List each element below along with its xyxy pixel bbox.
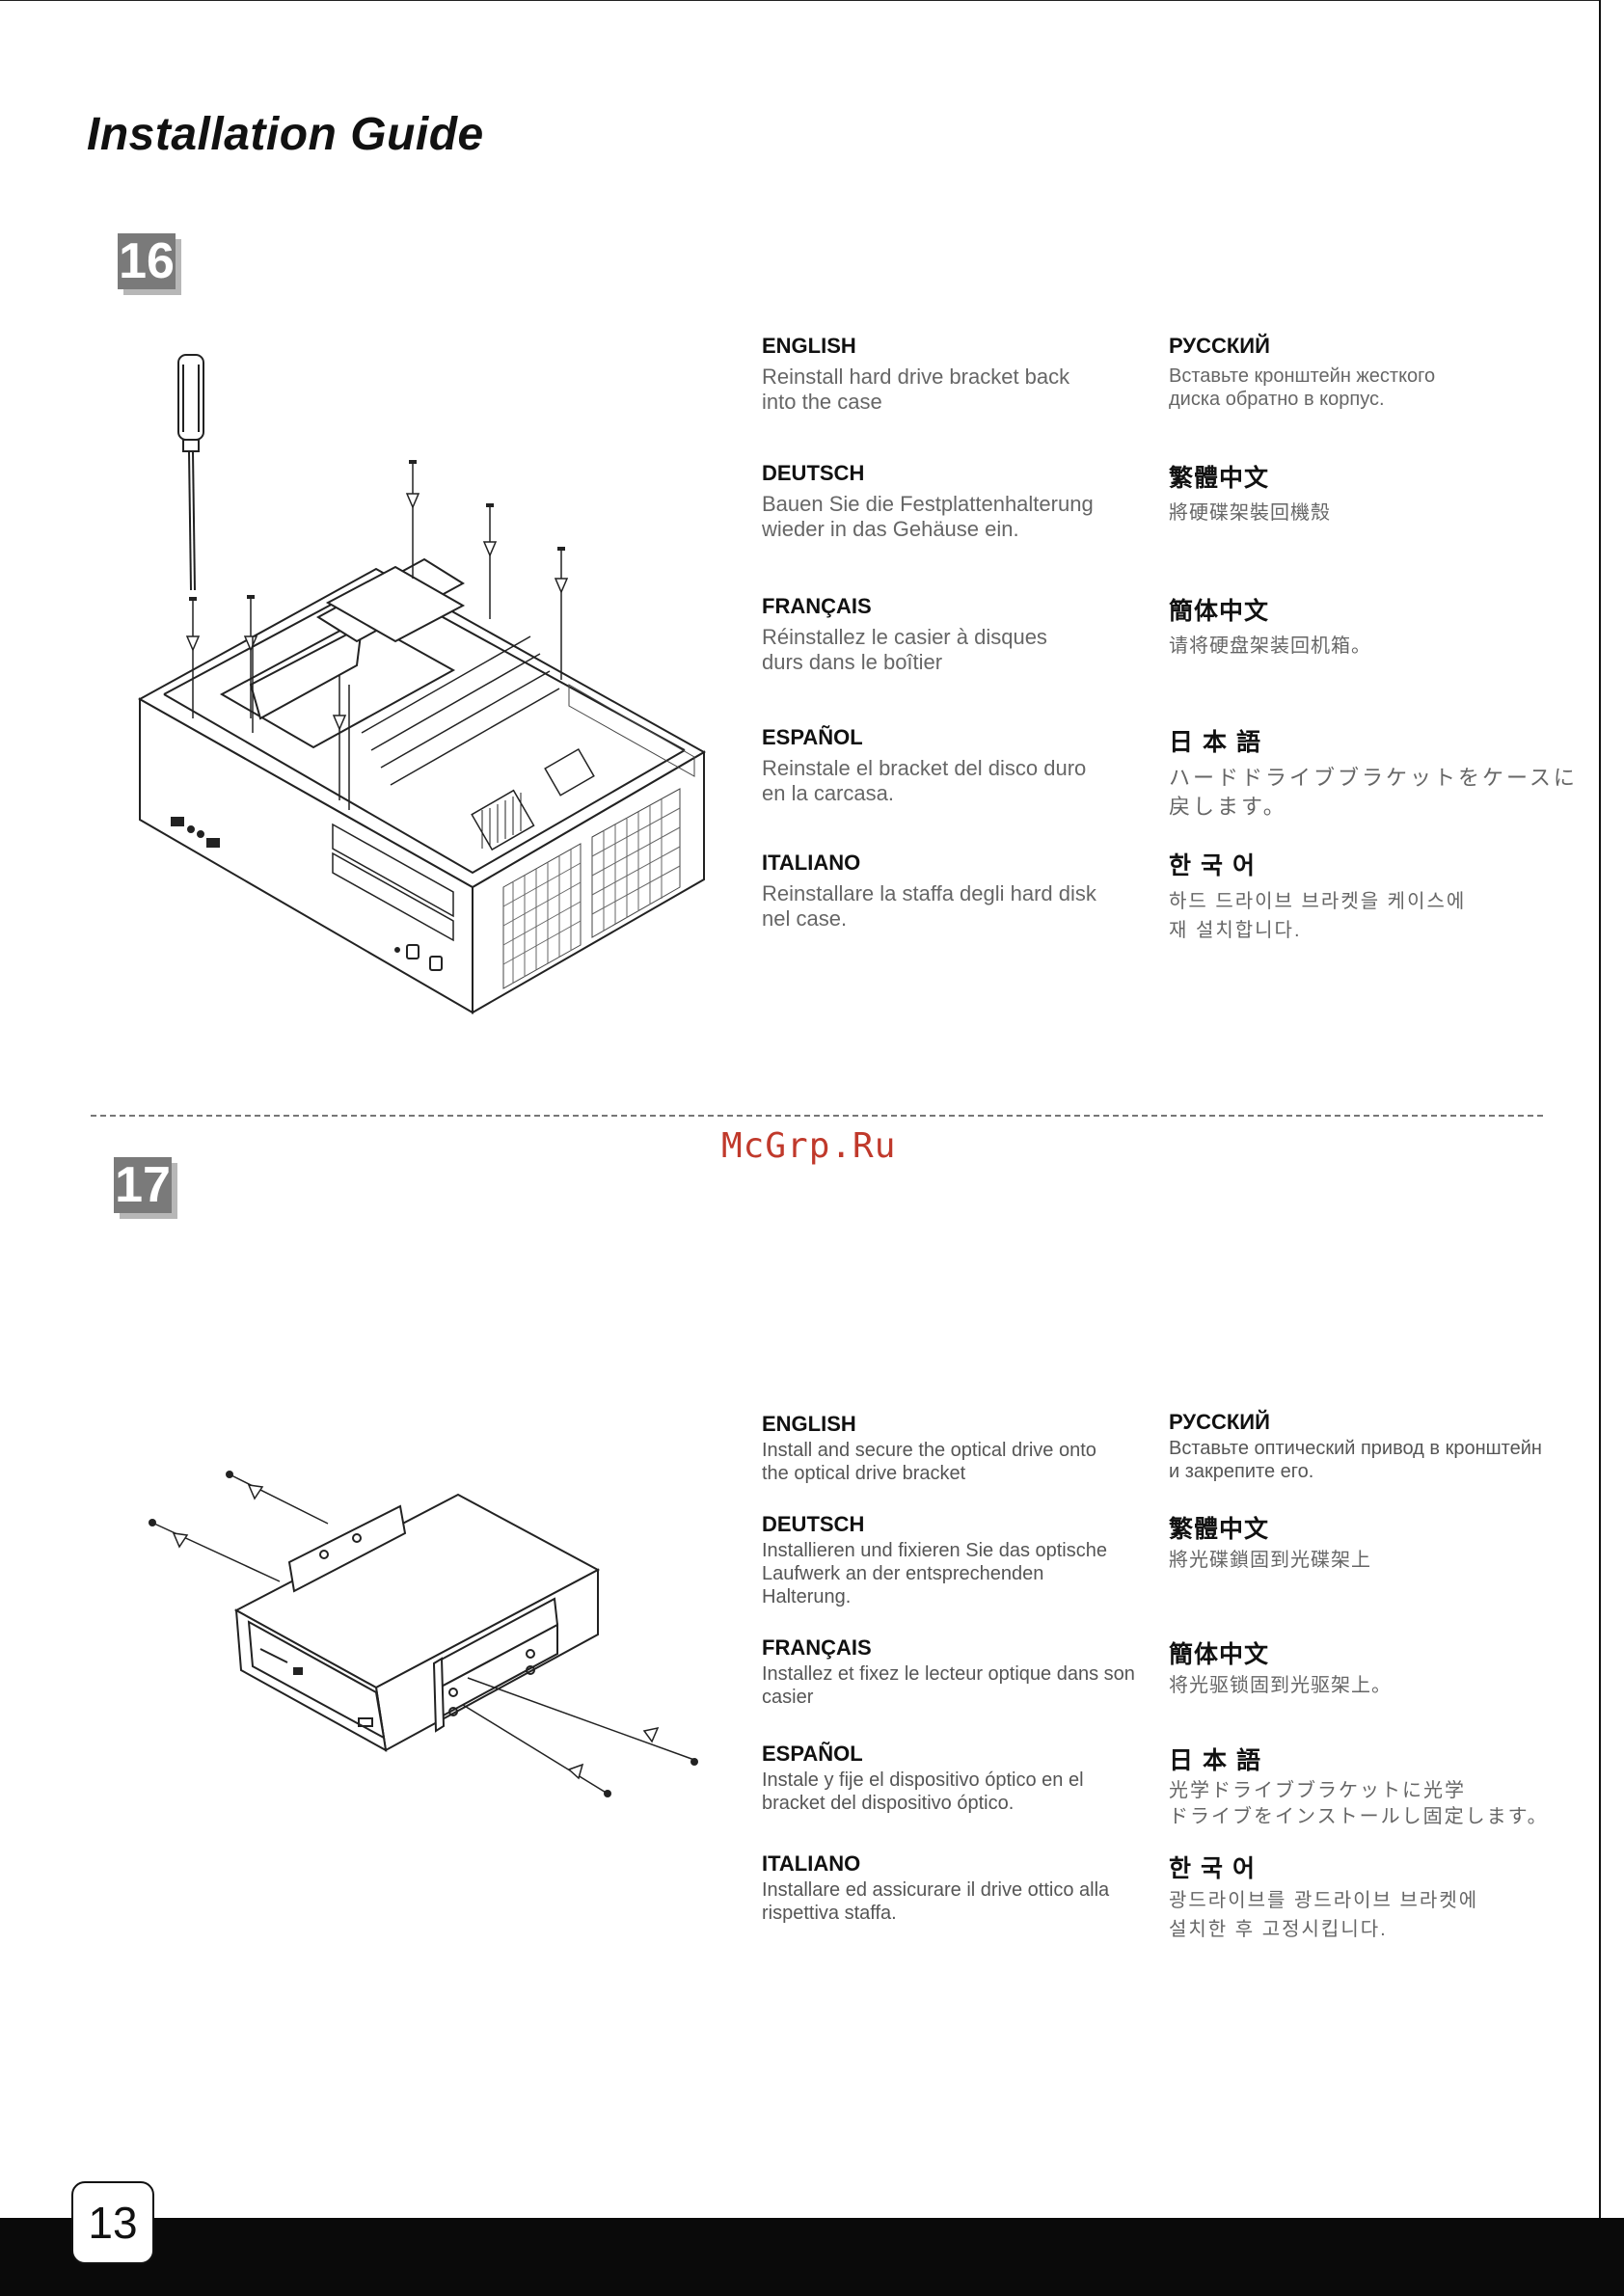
instruction-text: 將硬碟架裝回機殼 [1169, 502, 1331, 524]
instruction-text: 하드 드라이브 브라켓을 케이스에 재 설치합니다. [1169, 891, 1467, 941]
language-heading: ENGLISH [762, 1412, 856, 1436]
step16-italiano-block: ITALIANO Reinstallare la staffa degli ha… [762, 851, 1148, 932]
step-17-badge: 17 [114, 1157, 172, 1213]
step16-english-block: ENGLISH Reinstall hard drive bracket bac… [762, 334, 1148, 415]
step17-japanese-block: 日本語 光学ドライブブラケットに光学 ドライブをインストールし固定します。 [1169, 1742, 1612, 1830]
right-border-line [1599, 0, 1601, 2218]
step17-korean-block: 한국어 광드라이브를 광드라이브 브라켓에 설치한 후 고정시킵니다. [1169, 1850, 1555, 1944]
language-heading: 한국어 [1169, 1855, 1265, 1882]
step16-russian-block: РУССКИЙ Вставьте кронштейн жесткого диск… [1169, 334, 1555, 411]
instruction-text: Installieren und fixieren Sie das optisc… [762, 1540, 1107, 1607]
step17-francais-block: FRANÇAIS Installez et fixez le lecteur o… [762, 1635, 1167, 1709]
step16-deutsch-block: DEUTSCH Bauen Sie die Festplattenhalteru… [762, 461, 1148, 542]
instruction-text: Reinstale el bracket del disco duro en l… [762, 756, 1087, 805]
instruction-text: Вставьте кронштейн жесткого диска обратн… [1169, 365, 1436, 410]
case-hdd-bracket-illustration [137, 354, 707, 1014]
watermark-text: McGrp.Ru [721, 1126, 897, 1166]
language-heading: DEUTSCH [762, 461, 865, 485]
step16-trad-chinese-block: 繁體中文 將硬碟架裝回機殼 [1169, 459, 1555, 527]
language-heading: 簡体中文 [1169, 598, 1270, 625]
instruction-text: 请将硬盘架装回机箱。 [1169, 635, 1371, 657]
instruction-text: Instale y fije el dispositivo óptico en … [762, 1769, 1084, 1814]
step17-espanol-block: ESPAÑOL Instale y fije el dispositivo óp… [762, 1742, 1148, 1815]
language-heading: FRANÇAIS [762, 1635, 872, 1660]
screwdriver-icon [177, 354, 204, 591]
language-heading: 한국어 [1169, 852, 1265, 879]
instruction-text: 将光驱锁固到光驱架上。 [1169, 1675, 1392, 1696]
language-heading: ENGLISH [762, 334, 856, 358]
language-heading: 日本語 [1169, 1747, 1271, 1774]
language-heading: РУССКИЙ [1169, 1410, 1270, 1434]
instruction-text: Installez et fixez le lecteur optique da… [762, 1663, 1135, 1708]
step16-simp-chinese-block: 簡体中文 请将硬盘架装回机箱。 [1169, 592, 1555, 660]
page-title: Installation Guide [87, 109, 484, 160]
instruction-text: Reinstall hard drive bracket back into t… [762, 365, 1070, 414]
language-heading: ITALIANO [762, 851, 861, 875]
step17-italiano-block: ITALIANO Installare ed assicurare il dri… [762, 1851, 1148, 1925]
instruction-text: Installare ed assicurare il drive ottico… [762, 1879, 1110, 1924]
instruction-text: 將光碟鎖固到光碟架上 [1169, 1550, 1371, 1571]
instruction-text: ハードドライブブラケットをケースに 戻します。 [1169, 766, 1578, 819]
language-heading: ESPAÑOL [762, 1742, 863, 1766]
language-heading: ESPAÑOL [762, 725, 863, 749]
step17-simp-chinese-block: 簡体中文 将光驱锁固到光驱架上。 [1169, 1635, 1555, 1699]
instruction-text: Install and secure the optical drive ont… [762, 1440, 1096, 1484]
page-number: 13 [71, 2181, 154, 2264]
section-divider [91, 1115, 1543, 1117]
instruction-text: Bauen Sie die Festplattenhalterung wiede… [762, 492, 1094, 541]
language-heading: 繁體中文 [1169, 1516, 1270, 1543]
step16-korean-block: 한국어 하드 드라이브 브라켓을 케이스에 재 설치합니다. [1169, 847, 1555, 945]
step16-japanese-block: 日本語 ハードドライブブラケットをケースに 戻します。 [1169, 723, 1612, 822]
step17-deutsch-block: DEUTSCH Installieren und fixieren Sie da… [762, 1512, 1167, 1608]
language-heading: DEUTSCH [762, 1512, 865, 1536]
language-heading: 日本語 [1169, 729, 1271, 756]
step17-english-block: ENGLISH Install and secure the optical d… [762, 1412, 1148, 1485]
instruction-text: 光学ドライブブラケットに光学 ドライブをインストールし固定します。 [1169, 1780, 1549, 1827]
instruction-text: Réinstallez le casier à disques durs dan… [762, 625, 1047, 674]
top-border-line [0, 0, 1601, 1]
language-heading: ITALIANO [762, 1851, 861, 1876]
step-16-badge: 16 [118, 233, 176, 289]
instruction-text: Reinstallare la staffa degli hard disk n… [762, 881, 1096, 931]
instruction-text: Вставьте оптический привод в кронштейн и… [1169, 1438, 1542, 1482]
language-heading: РУССКИЙ [1169, 334, 1270, 358]
step17-russian-block: РУССКИЙ Вставьте оптический привод в кро… [1169, 1410, 1593, 1483]
step16-francais-block: FRANÇAIS Réinstallez le casier à disques… [762, 594, 1148, 675]
language-heading: 簡体中文 [1169, 1641, 1270, 1668]
language-heading: 繁體中文 [1169, 465, 1270, 492]
footer-bar [0, 2218, 1624, 2296]
step17-trad-chinese-block: 繁體中文 將光碟鎖固到光碟架上 [1169, 1510, 1555, 1574]
instruction-text: 광드라이브를 광드라이브 브라켓에 설치한 후 고정시킵니다. [1169, 1890, 1479, 1940]
language-heading: FRANÇAIS [762, 594, 872, 618]
step16-espanol-block: ESPAÑOL Reinstale el bracket del disco d… [762, 725, 1148, 806]
optical-drive-bracket-illustration [149, 1471, 698, 1797]
